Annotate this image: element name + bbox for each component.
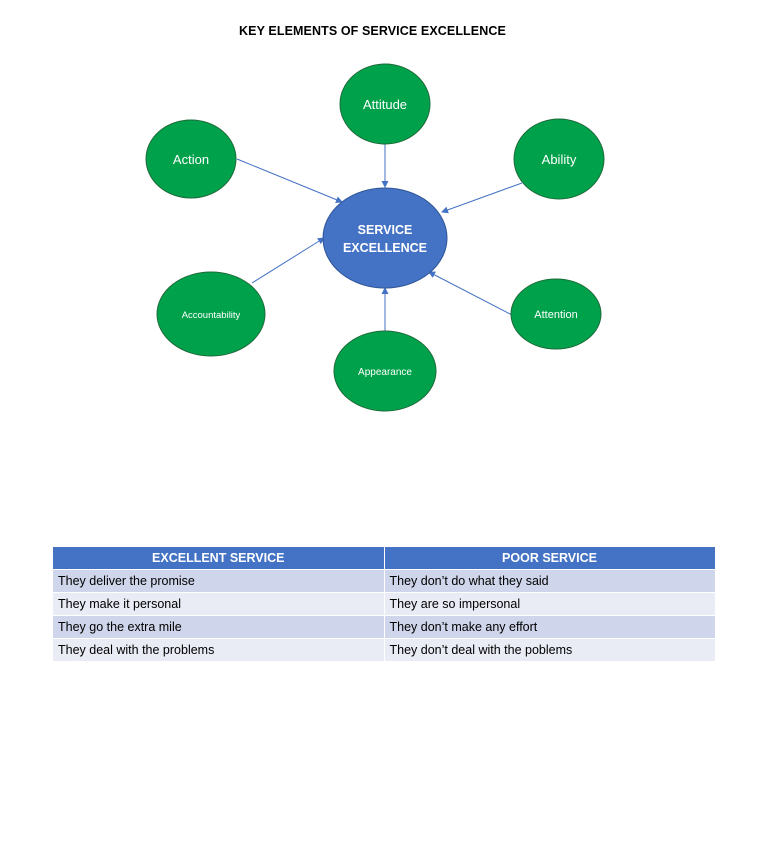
- poor-service-cell: They don’t make any effort: [384, 615, 716, 639]
- connector-attention: [428, 271, 513, 316]
- node-attention: Attention: [510, 278, 602, 350]
- excellent-service-cell: They deliver the promise: [53, 569, 385, 593]
- service-excellence-diagram: SERVICE EXCELLENCE Attitude Ability Atte…: [145, 63, 605, 412]
- node-ability: Ability: [513, 118, 605, 200]
- node-appearance-label: Appearance: [358, 367, 412, 378]
- connector-accountability: [251, 237, 325, 284]
- center-node-label-line-2: EXCELLENCE: [343, 241, 427, 255]
- table-row: They go the extra mile They don’t make a…: [53, 615, 716, 639]
- node-attention-shape: [510, 278, 602, 350]
- center-node-shape: [322, 187, 448, 289]
- table-row: They deliver the promise They don’t do w…: [53, 569, 716, 593]
- connector-ability: [441, 182, 523, 214]
- node-ability-shape: [513, 118, 605, 200]
- header-excellent-service: EXCELLENT SERVICE: [53, 547, 385, 570]
- excellent-service-cell: They deal with the problems: [53, 638, 385, 661]
- node-action-shape: [145, 119, 237, 199]
- table-row: They deal with the problems They don’t d…: [53, 638, 716, 661]
- page-title: KEY ELEMENTS OF SERVICE EXCELLENCE: [239, 24, 506, 38]
- center-node: SERVICE EXCELLENCE: [322, 187, 448, 289]
- node-appearance-shape: [333, 330, 437, 412]
- excellent-service-cell: They go the extra mile: [53, 615, 385, 639]
- node-accountability-shape: [156, 271, 266, 357]
- node-attitude: Attitude: [339, 63, 431, 145]
- excellent-service-cell: They make it personal: [53, 592, 385, 616]
- header-poor-service: POOR SERVICE: [384, 547, 716, 570]
- node-accountability: Accountability: [156, 271, 266, 357]
- table-row: They make it personal They are so impers…: [53, 592, 716, 616]
- node-attitude-label: Attitude: [363, 97, 407, 112]
- connector-action: [236, 158, 343, 203]
- node-attitude-shape: [339, 63, 431, 145]
- node-ability-label: Ability: [542, 152, 577, 167]
- node-action-label: Action: [173, 152, 209, 167]
- service-comparison-table: EXCELLENT SERVICE POOR SERVICE They deli…: [53, 547, 716, 661]
- node-attention-label: Attention: [534, 309, 577, 321]
- node-accountability-label: Accountability: [182, 310, 241, 321]
- poor-service-cell: They don’t do what they said: [384, 569, 716, 593]
- poor-service-cell: They don’t deal with the poblems: [384, 638, 716, 661]
- connectors: [236, 144, 523, 331]
- node-appearance: Appearance: [333, 330, 437, 412]
- poor-service-cell: They are so impersonal: [384, 592, 716, 616]
- node-action: Action: [145, 119, 237, 199]
- table-header-row: EXCELLENT SERVICE POOR SERVICE: [53, 547, 716, 570]
- center-node-label-line-1: SERVICE: [358, 223, 413, 237]
